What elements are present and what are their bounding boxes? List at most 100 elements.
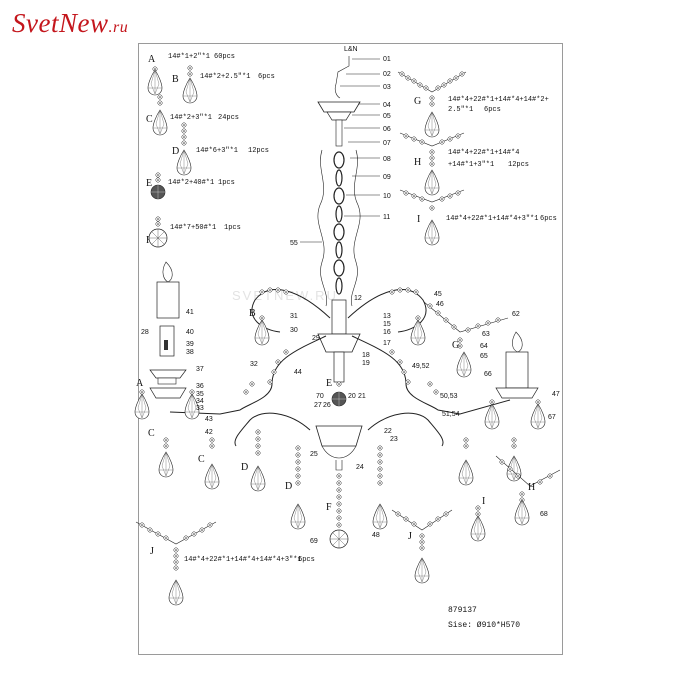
- garland-g-spec2: 2.5"*1: [448, 106, 473, 114]
- part-21: 21: [358, 393, 366, 400]
- part-19: 19: [362, 360, 370, 367]
- crystal-e-qty: 1pcs: [218, 179, 235, 187]
- part-03: 03: [383, 84, 391, 91]
- crystal-a-spec: 14#*1+2"*1: [168, 53, 210, 61]
- part-32: 32: [250, 361, 258, 368]
- letter-j: J: [150, 546, 154, 557]
- garland-j-qty: 6pcs: [298, 556, 315, 564]
- part-70: 70: [316, 393, 324, 400]
- part-42: 42: [205, 429, 213, 436]
- garland-g-qty: 6pcs: [484, 106, 501, 114]
- part-31: 31: [290, 313, 298, 320]
- part-11: 11: [383, 214, 390, 221]
- part-07: 07: [383, 140, 391, 147]
- candle-left-exploded: [134, 261, 200, 420]
- pos-f: F: [326, 502, 332, 513]
- part-67: 67: [548, 414, 556, 421]
- letter-e: E: [146, 178, 152, 189]
- part-08: 08: [383, 156, 391, 163]
- part-25: 25: [310, 451, 318, 458]
- part-39: 39: [186, 341, 194, 348]
- hanging-crystals: [158, 429, 561, 584]
- part-46: 46: [436, 301, 444, 308]
- legend-garland-h: H 14#*4+22#*1+14#*4 +14#*1+3"*1 12pcs: [399, 132, 529, 196]
- top-label: L&N: [344, 46, 358, 53]
- position-letters: B G E A C C D D F J I H: [136, 308, 535, 542]
- watermark: SVETNEW.RU: [232, 288, 338, 303]
- drawing-sheet: [138, 43, 563, 655]
- part-50-53: 50,53: [440, 393, 458, 400]
- pos-h: H: [528, 482, 535, 493]
- part-62: 62: [512, 311, 520, 318]
- chandelier-column: L&N: [315, 46, 363, 549]
- letter-c: C: [146, 114, 153, 125]
- candle-right: [484, 331, 546, 430]
- crystal-e-spec: 14#*2+40#*1: [168, 179, 214, 187]
- part-29: 29: [312, 335, 320, 342]
- part-35: 35: [196, 391, 204, 398]
- garland-g-spec1: 14#*4+22#*1+14#*4+14#*2+: [448, 96, 549, 104]
- part-13: 13: [383, 313, 391, 320]
- part-10: 10: [383, 193, 391, 200]
- letter-a: A: [148, 54, 156, 65]
- part-09: 09: [383, 174, 391, 181]
- crystal-b-spec: 14#*2+2.5"*1: [200, 73, 250, 81]
- part-27: 27: [314, 402, 322, 409]
- part-55: 55: [290, 240, 298, 247]
- model-number: 879137: [448, 606, 477, 615]
- pos-c-left: C: [148, 428, 155, 439]
- part-22: 22: [384, 428, 392, 435]
- part-43: 43: [205, 416, 213, 423]
- part-49-52: 49,52: [412, 363, 430, 370]
- legend-crystal-a: A 14#*1+2"*1 60pcs: [147, 53, 235, 96]
- crystal-d-spec: 14#*6+3"*1: [196, 147, 238, 155]
- part-28: 28: [141, 329, 149, 336]
- letter-d: D: [172, 146, 179, 157]
- part-16: 16: [383, 329, 391, 336]
- part-68: 68: [540, 511, 548, 518]
- legend-crystal-d: D 14#*6+3"*1 12pcs: [172, 122, 269, 176]
- crystal-b-qty: 6pcs: [258, 73, 275, 81]
- pos-b: B: [249, 308, 256, 319]
- pos-d-left: D: [241, 462, 248, 473]
- chandelier-arms: [169, 287, 511, 447]
- part-37: 37: [196, 366, 204, 373]
- part-20: 20: [348, 393, 356, 400]
- garland-h-qty: 12pcs: [508, 161, 529, 169]
- part-12: 12: [354, 295, 362, 302]
- garland-i-qty: 6pcs: [540, 215, 557, 223]
- pos-c-inner: C: [198, 454, 205, 465]
- garland-h-spec2: +14#*1+3"*1: [448, 161, 494, 169]
- crystal-f-qty: 1pcs: [224, 224, 241, 232]
- site-logo[interactable]: SvetNew.ru: [12, 8, 128, 39]
- letter-h: H: [414, 157, 421, 168]
- part-34: 34: [196, 398, 204, 405]
- logo-text: SvetNew: [12, 8, 109, 38]
- crystal-c-spec: 14#*2+3"*1: [170, 114, 212, 122]
- part-04: 04: [383, 102, 391, 109]
- leader-lines: [300, 58, 380, 243]
- part-05: 05: [383, 113, 391, 120]
- part-33: 33: [196, 405, 204, 412]
- part-24: 24: [356, 464, 364, 471]
- part-01: 01: [383, 56, 391, 63]
- part-06: 06: [383, 126, 391, 133]
- part-48: 48: [372, 532, 380, 539]
- part-15: 15: [383, 321, 391, 328]
- part-64: 64: [480, 343, 488, 350]
- garland-h-spec1: 14#*4+22#*1+14#*4: [448, 149, 519, 157]
- part-41: 41: [186, 309, 194, 316]
- logo-suffix: .ru: [108, 19, 129, 36]
- part-numbers-column: 01 02 03 04 05 06 07 08 09 10 11 55 12 4…: [141, 56, 560, 545]
- legend-garland-g: G 14#*4+22#*1+14#*4+14#*2+ 2.5"*1 6pcs: [397, 71, 549, 138]
- part-17: 17: [383, 340, 391, 347]
- part-26: 26: [323, 402, 331, 409]
- part-40: 40: [186, 329, 194, 336]
- garland-j-spec: 14#*4+22#*1+14#*4+14#*4+3"*1: [184, 556, 302, 564]
- part-44: 44: [294, 369, 302, 376]
- part-65: 65: [480, 353, 488, 360]
- pos-g: G: [452, 340, 459, 351]
- part-69: 69: [310, 538, 318, 545]
- legend-garland-i: I 14#*4+22#*1+14#*4+3"*1 6pcs: [399, 189, 557, 246]
